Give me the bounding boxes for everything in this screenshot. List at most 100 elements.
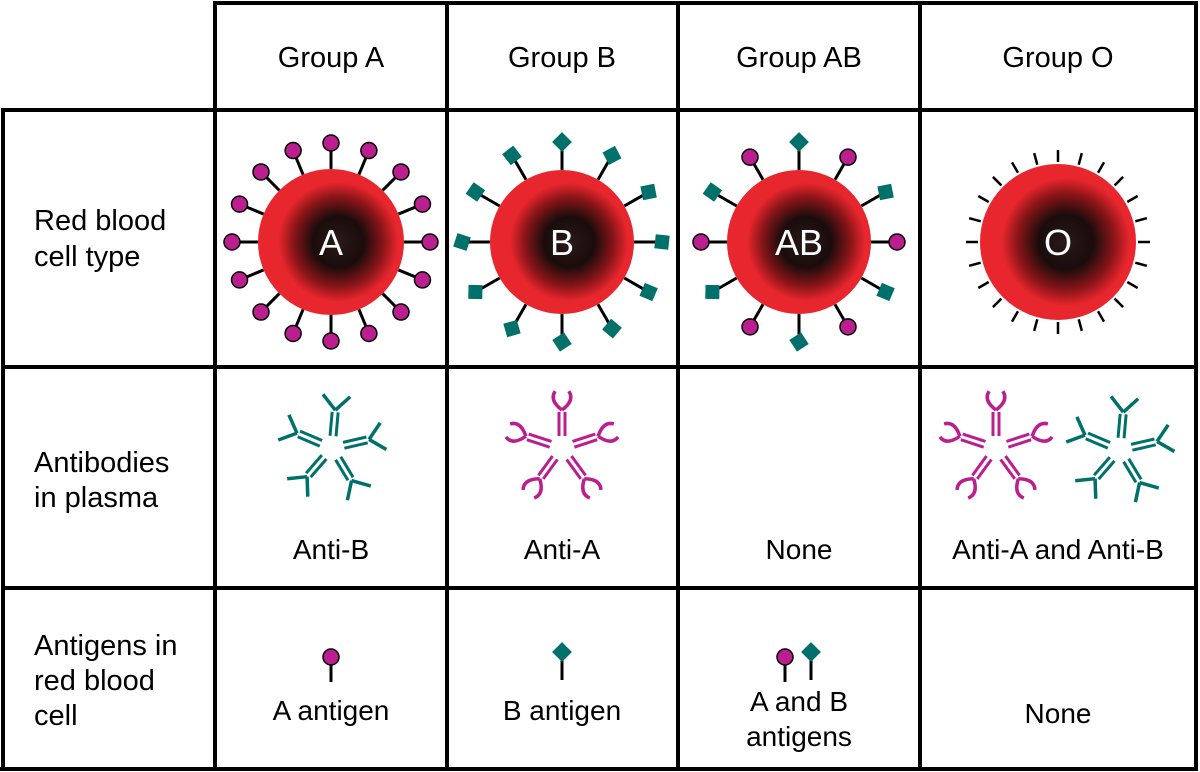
cell-type-label: O (1044, 222, 1072, 263)
cell-surface-tick (1134, 261, 1148, 268)
antibody-arm (1109, 395, 1125, 414)
a-antigen-icon (776, 648, 794, 666)
antibody-stem (334, 459, 350, 482)
cell-type-label: AB (775, 222, 823, 263)
a-antigen-icon (360, 324, 378, 343)
antibody-arm (334, 395, 352, 412)
column-header: Group AB (736, 42, 862, 74)
antibody-stem (1116, 413, 1122, 438)
b-antigen-icon (702, 182, 723, 202)
antibody-arm (345, 480, 354, 501)
row-label: cell type (34, 241, 140, 273)
anti-a-antibody-icon (551, 390, 573, 436)
a-antigen-icon (421, 233, 439, 251)
a-antigen-icon (322, 648, 340, 666)
row-label: cell (34, 700, 78, 732)
a-antigen-icon (392, 303, 410, 321)
antibody-stem (1122, 414, 1128, 439)
b-antigen-icon (801, 642, 821, 662)
antibody-arm (1015, 478, 1025, 500)
b-antigen-icon (640, 183, 657, 201)
cell-surface-tick (992, 297, 1003, 308)
b-antigen-icon (602, 145, 622, 165)
antibody-stem (299, 429, 323, 442)
cell-surface-tick (992, 176, 1003, 187)
red-blood-cell (980, 164, 1136, 320)
cell-surface-tick (1126, 194, 1139, 204)
antibody-arm (368, 437, 388, 451)
anti-a-antibody-icon (521, 455, 559, 500)
antibody-stem (999, 458, 1016, 480)
antibody-arm (286, 474, 308, 481)
antibody-stem (1006, 432, 1030, 443)
a-antigen-icon (322, 332, 340, 350)
antibody-arm (581, 478, 591, 500)
antibody-arm (509, 421, 528, 437)
antibody-arm (938, 434, 961, 443)
b-antigen-icon (877, 183, 894, 201)
row-label: red blood (34, 665, 155, 697)
b-antigen-icon (552, 332, 572, 352)
cell-surface-tick (1077, 318, 1084, 332)
antibody-arm (1122, 397, 1140, 414)
antibody-stem (962, 432, 986, 443)
b-antigen-icon (639, 282, 658, 302)
a-antigen-icon (322, 134, 340, 152)
a-antigen-icon (692, 233, 710, 251)
cell-surface-tick (1010, 310, 1020, 323)
row-label: Red blood (34, 205, 166, 237)
cell-surface-tick (1032, 318, 1039, 332)
b-antigen-icon (705, 284, 720, 300)
antibody-stem (1130, 437, 1155, 446)
antibody-arm (521, 476, 540, 491)
antibody-arm (1155, 423, 1170, 443)
anti-b-antibody-icon (277, 414, 323, 448)
row-label: Antigens in (34, 630, 178, 662)
antibody-arm (1139, 480, 1160, 490)
antibody-stem (572, 432, 596, 443)
antibody-stem (542, 458, 559, 480)
anti-a-antibody-icon (999, 455, 1037, 500)
anti-a-antibody-icon (938, 421, 986, 449)
antibody-stem (976, 458, 993, 480)
antibody-arm (533, 478, 543, 500)
antibody-arm (985, 390, 998, 412)
a-antigen-icon (223, 233, 241, 251)
antibody-arm (955, 476, 974, 491)
cell-surface-tick (1032, 152, 1039, 166)
b-antigen-icon (503, 319, 521, 338)
cell-surface-tick (1010, 161, 1020, 174)
antibody-arm (943, 421, 962, 437)
antibody-arm (287, 414, 299, 434)
a-antigen-icon (252, 303, 270, 321)
antigen-label: None (1025, 698, 1092, 729)
b-antigen-icon (602, 318, 622, 339)
antibody-stem (328, 411, 334, 436)
cell-surface-tick (1096, 310, 1106, 323)
antibody-stem (526, 438, 551, 449)
a-antigen-icon (741, 318, 759, 336)
b-antigen-icon (502, 145, 522, 166)
row-label: in plasma (34, 482, 159, 514)
b-antigen-icon (468, 284, 483, 300)
cell-surface-tick (1113, 176, 1124, 187)
cell-surface-tick (977, 280, 990, 290)
antibody-stem (1007, 438, 1032, 449)
antibody-stem (342, 435, 367, 444)
antibody-arm (351, 478, 372, 488)
antibody-arm (277, 431, 298, 442)
antibody-arm (1156, 439, 1176, 453)
b-antigen-icon (552, 642, 572, 662)
antibody-arm (321, 393, 337, 412)
b-antigen-icon (654, 234, 670, 250)
antigen-label: A antigen (273, 695, 390, 726)
a-antigen-icon (230, 271, 249, 289)
antibody-label: Anti-A and Anti-B (952, 534, 1164, 565)
antibody-label: Anti-A (524, 534, 601, 565)
antibody-stem (537, 455, 554, 477)
a-antigen-icon (360, 141, 378, 160)
antibody-arm (1074, 476, 1096, 483)
antibody-arm (305, 476, 310, 497)
a-antigen-icon (741, 148, 759, 166)
